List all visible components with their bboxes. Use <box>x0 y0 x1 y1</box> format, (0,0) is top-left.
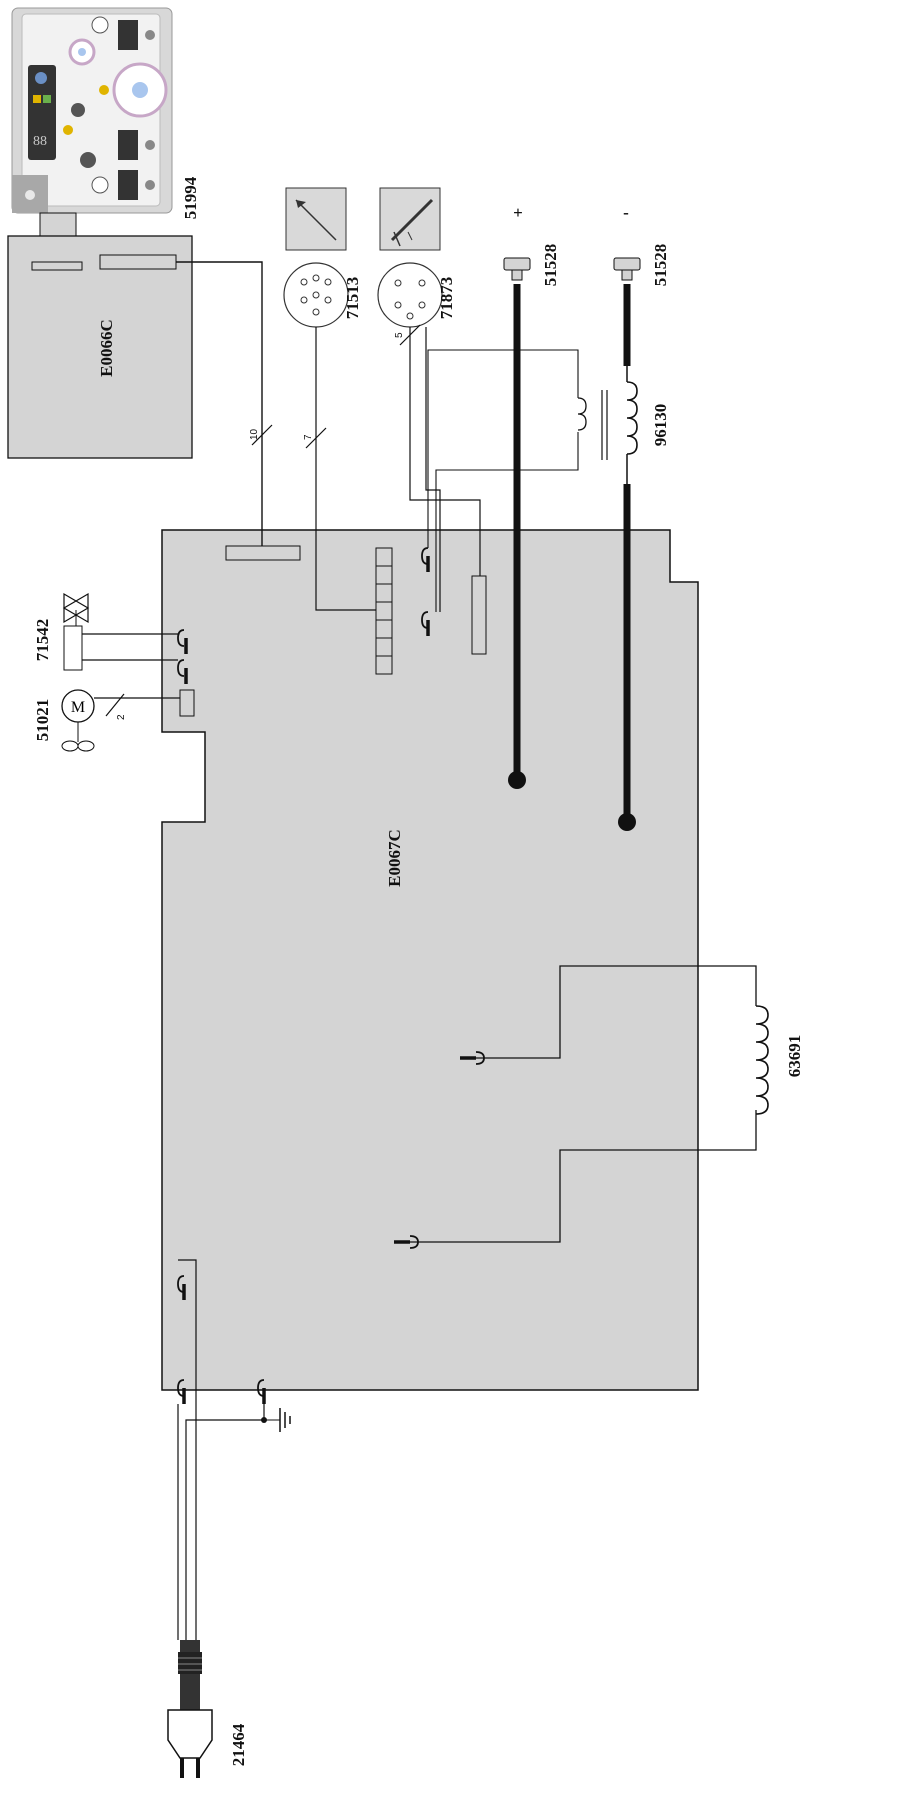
label-51528-minus: 51528 <box>651 244 670 287</box>
control-panel-51994: 88 <box>11 7 173 214</box>
wire-count-5: 5 <box>394 332 405 338</box>
label-96130: 96130 <box>651 404 670 447</box>
svg-text:88: 88 <box>33 134 47 149</box>
label-e0066c: E0066C <box>97 319 116 377</box>
torch-socket-71873 <box>377 262 443 328</box>
remote-icon <box>285 187 347 251</box>
transformer-63691 <box>394 965 769 1249</box>
fan-motor-51021: M <box>61 689 95 752</box>
motor-letter: M <box>71 699 85 716</box>
minus-sign: - <box>623 203 629 222</box>
label-21464: 21464 <box>229 1723 248 1766</box>
minus-terminal <box>613 257 641 831</box>
label-e0067c: E0067C <box>385 829 404 887</box>
label-51528-plus: 51528 <box>541 244 560 287</box>
plus-terminal <box>503 257 531 789</box>
earth-symbol <box>264 1408 291 1432</box>
label-71873: 71873 <box>437 277 456 320</box>
torch-icon <box>379 187 441 251</box>
wire-count-7: 7 <box>303 434 314 440</box>
label-51021: 51021 <box>33 699 52 742</box>
label-71513: 71513 <box>343 277 362 320</box>
label-51994: 51994 <box>181 176 200 219</box>
control-board-e0066c <box>7 235 193 459</box>
label-63691: 63691 <box>785 1035 804 1078</box>
main-board-e0067c <box>161 529 699 1391</box>
wire-count-10: 10 <box>249 428 260 440</box>
plus-sign: + <box>513 203 523 222</box>
remote-socket-71513 <box>283 262 349 328</box>
wire-count-2: 2 <box>116 714 127 720</box>
label-71542: 71542 <box>33 619 52 662</box>
terminal-strip <box>375 547 393 675</box>
power-plug-21464 <box>167 1640 213 1778</box>
solenoid-valve-71542 <box>62 592 90 671</box>
